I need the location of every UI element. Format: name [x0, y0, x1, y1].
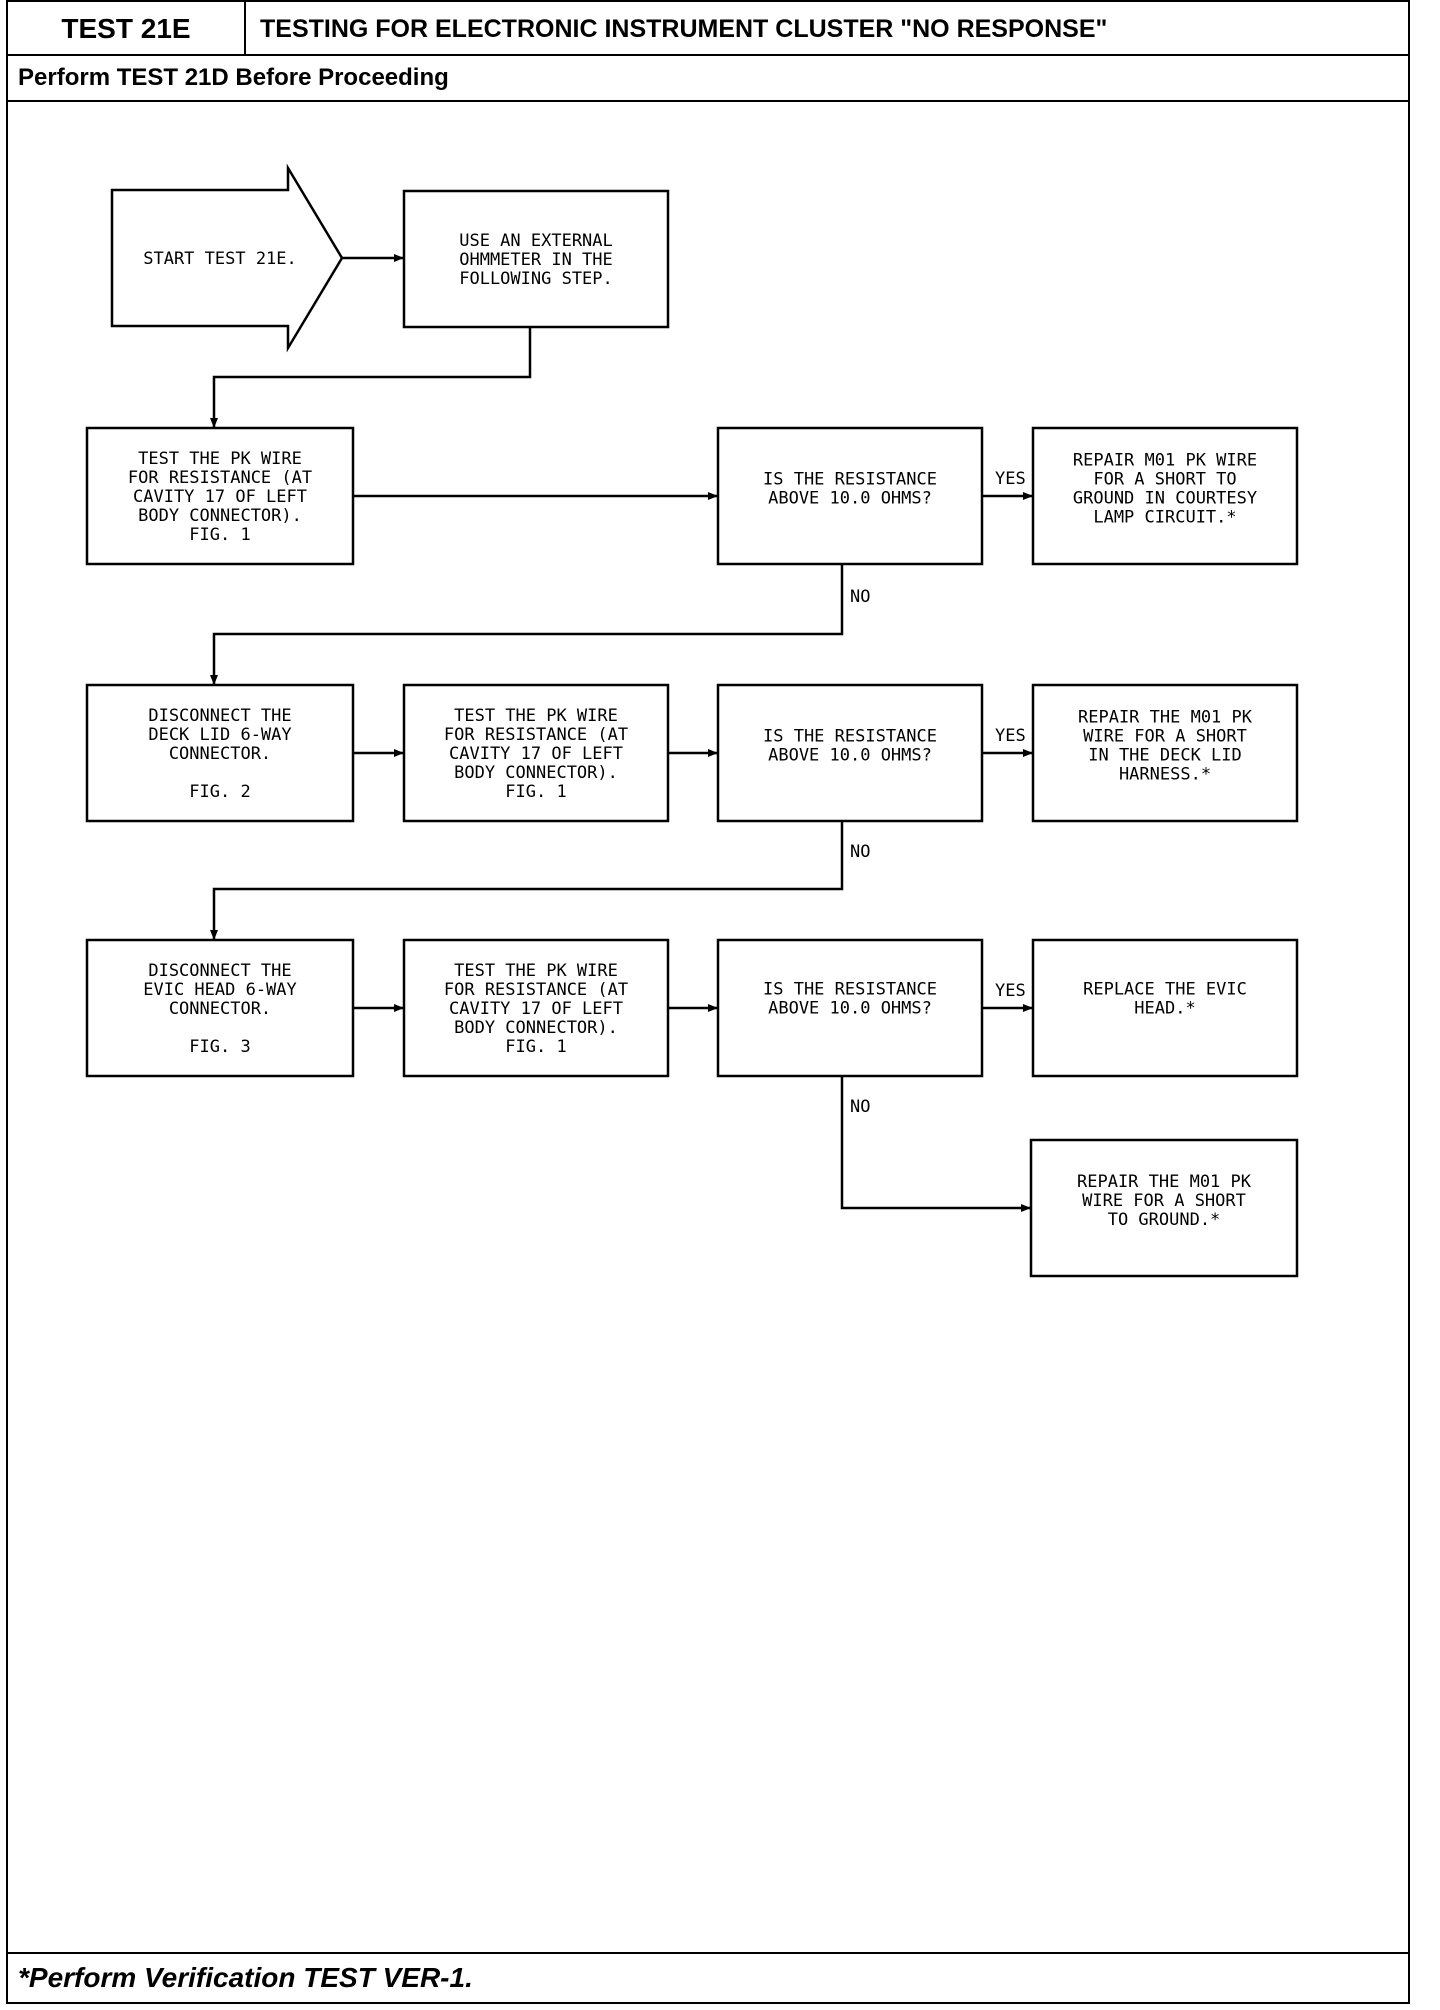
box-text-line: IN THE DECK LID	[1088, 746, 1242, 766]
box-text-line: LAMP CIRCUIT.*	[1093, 508, 1236, 528]
start-label: START TEST 21E.	[143, 249, 297, 269]
box-text-line: REPAIR THE M01 PK	[1078, 708, 1253, 728]
box-text-line: FIG. 3	[189, 1037, 250, 1057]
box-text-line: GROUND IN COURTESY	[1073, 489, 1257, 509]
procedure-sheet: TEST 21E TESTING FOR ELECTRONIC INSTRUME…	[6, 0, 1410, 2004]
box-text-line: CAVITY 17 OF LEFT	[449, 744, 623, 764]
box-text-line: REPLACE THE EVIC	[1083, 980, 1247, 1000]
connector-question2-no	[210, 821, 844, 940]
box-text-line: IS THE RESISTANCE	[763, 980, 937, 1000]
box-text-line: REPAIR M01 PK WIRE	[1073, 451, 1257, 471]
box-text-line: ABOVE 10.0 OHMS?	[768, 489, 932, 509]
box-text-line: CAVITY 17 OF LEFT	[449, 999, 623, 1019]
connector-question3-no	[840, 1076, 1031, 1212]
box-text-line: TEST THE PK WIRE	[454, 706, 618, 726]
yes-label-1: YES	[995, 469, 1026, 489]
box-text-line: FOR RESISTANCE (AT	[128, 468, 312, 488]
no-label-3: NO	[850, 1097, 870, 1117]
yes-label-3: YES	[995, 981, 1026, 1001]
box-text-line: IS THE RESISTANCE	[763, 727, 937, 747]
box-text-line: CONNECTOR.	[169, 999, 271, 1019]
box-text-line: TO GROUND.*	[1108, 1210, 1221, 1230]
box-text-line: TEST THE PK WIRE	[454, 961, 618, 981]
box-text-line: FIG. 2	[189, 782, 250, 802]
box-text-line: CONNECTOR.	[169, 744, 271, 764]
box-text-line: HARNESS.*	[1119, 765, 1211, 785]
box-text-line: FOR A SHORT TO	[1093, 470, 1236, 490]
box-text-line: OHMMETER IN THE	[459, 250, 613, 270]
box-text-line: FIG. 1	[505, 1037, 566, 1057]
box-text-line: FOR RESISTANCE (AT	[444, 980, 628, 1000]
box-text-line: DISCONNECT THE	[148, 706, 291, 726]
box-text-line: ABOVE 10.0 OHMS?	[768, 746, 932, 766]
yes-label-2: YES	[995, 726, 1026, 746]
box-text-line: BODY CONNECTOR).	[138, 506, 302, 526]
box-text-line: CAVITY 17 OF LEFT	[133, 487, 307, 507]
box-text-line: REPAIR THE M01 PK	[1077, 1172, 1252, 1192]
box-text-line: FIG. 1	[189, 525, 250, 545]
box-text-line: BODY CONNECTOR).	[454, 1018, 618, 1038]
header-row: TEST 21E TESTING FOR ELECTRONIC INSTRUME…	[8, 2, 1408, 56]
box-text-line: DECK LID 6-WAY	[148, 725, 291, 745]
box-text-line: WIRE FOR A SHORT	[1083, 727, 1247, 747]
box-text-line: USE AN EXTERNAL	[459, 231, 613, 251]
box-text-line: EVIC HEAD 6-WAY	[143, 980, 297, 1000]
connector-question1-no	[210, 564, 844, 685]
box-text-line: WIRE FOR A SHORT	[1082, 1191, 1246, 1211]
box-text-line: IS THE RESISTANCE	[763, 470, 937, 490]
verification-footer: *Perform Verification TEST VER-1.	[8, 1952, 1408, 2002]
start-arrow-shape	[110, 163, 344, 353]
no-label-2: NO	[850, 842, 870, 862]
prerequisite-note: Perform TEST 21D Before Proceeding	[8, 56, 1408, 102]
box-text-line: START TEST 21E.	[143, 249, 297, 269]
box-text-line: FOR RESISTANCE (AT	[444, 725, 628, 745]
box-text-line: FOLLOWING STEP.	[459, 269, 613, 289]
box-text-line: HEAD.*	[1134, 999, 1195, 1019]
page-title: TESTING FOR ELECTRONIC INSTRUMENT CLUSTE…	[260, 14, 1108, 43]
box-text-line: FIG. 1	[505, 782, 566, 802]
box-text-line: DISCONNECT THE	[148, 961, 291, 981]
no-label-1: NO	[850, 587, 870, 607]
box-text-line: BODY CONNECTOR).	[454, 763, 618, 783]
box-text-line: ABOVE 10.0 OHMS?	[768, 999, 932, 1019]
connector-ohmmeter-to-test1	[210, 327, 532, 428]
box-text-line: TEST THE PK WIRE	[138, 449, 302, 469]
test-id-label: TEST 21E	[8, 2, 246, 56]
